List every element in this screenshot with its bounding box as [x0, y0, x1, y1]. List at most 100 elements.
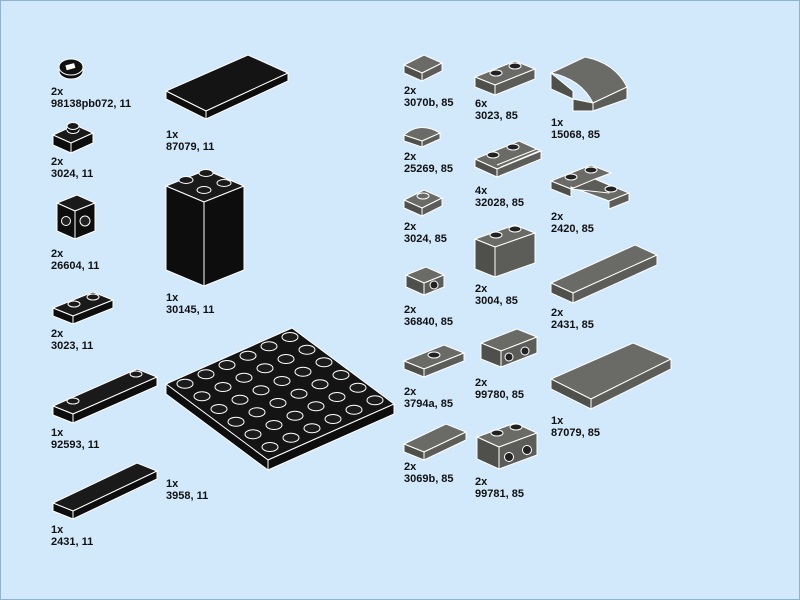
part-qty: 1x [551, 415, 564, 427]
part-3070b: 2x 3070b, 85 [402, 53, 472, 113]
part-code: 87079, 85 [551, 427, 600, 439]
part-qty: 2x [51, 156, 64, 168]
part-code: 36840, 85 [404, 316, 453, 328]
part-2431-black: 1x 2431, 11 [51, 459, 171, 554]
part-qty: 6x [475, 98, 488, 110]
part-code: 2431, 85 [551, 319, 594, 331]
part-3794a: 2x 3794a, 85 [402, 339, 482, 414]
part-code: 3958, 11 [166, 490, 209, 502]
part-code: 3024, 85 [404, 233, 447, 245]
part-qty: 2x [404, 221, 417, 233]
stud [324, 414, 342, 424]
part-32028: 4x 32028, 85 [473, 133, 553, 213]
part-qty: 2x [551, 307, 564, 319]
part-30145: 1x 30145, 11 [164, 164, 264, 319]
part-qty: 2x [404, 461, 417, 473]
part-qty: 2x [404, 85, 417, 97]
part-3024-gray: 2x 3024, 85 [402, 186, 472, 251]
stud [265, 420, 283, 430]
part-qty: 2x [551, 211, 564, 223]
part-qty: 4x [475, 185, 488, 197]
part-code: 3023, 85 [475, 110, 518, 122]
stud [252, 385, 270, 396]
tile-2x4-icon [549, 342, 673, 410]
part-2431-gray: 2x 2431, 85 [549, 241, 669, 336]
part-code: 3023, 11 [51, 340, 94, 352]
corner-plate-icon [549, 164, 631, 210]
part-qty: 2x [404, 151, 417, 163]
part-3004: 2x 3004, 85 [473, 219, 553, 309]
tile-1x1-icon [402, 54, 444, 82]
part-qty: 1x [166, 292, 179, 304]
stud [214, 382, 232, 392]
stud [260, 341, 278, 352]
stud [197, 369, 215, 380]
part-qty: 2x [475, 283, 488, 295]
stud [277, 354, 295, 364]
part-code: 26604, 11 [51, 260, 100, 272]
part-code: 92593, 11 [51, 439, 100, 451]
plate-6x6-icon [165, 327, 395, 471]
stud [261, 442, 279, 452]
part-code: 87079, 11 [166, 141, 215, 153]
part-qty: 2x [475, 476, 488, 488]
part-qty: 2x [404, 304, 417, 316]
quarter-round-tile-icon [403, 127, 442, 148]
part-87079-black: 1x 87079, 11 [164, 53, 294, 153]
part-98138pb072: 2x 98138pb072, 11 [51, 51, 171, 111]
stud [298, 344, 316, 355]
stud [231, 394, 249, 405]
tile-1x2-icon [402, 423, 468, 461]
part-code: 3070b, 85 [404, 97, 454, 109]
stud [349, 382, 367, 393]
part-code: 30145, 11 [166, 304, 215, 316]
part-36840: 2x 36840, 85 [402, 261, 472, 336]
stud [328, 392, 346, 402]
part-qty: 1x [166, 129, 179, 141]
round-tile-printed-icon [58, 58, 84, 80]
stud [315, 357, 333, 368]
part-qty: 1x [551, 117, 564, 129]
stud [303, 423, 321, 434]
bracket-1x2-icon [475, 422, 539, 470]
stud [282, 432, 300, 443]
stud [311, 379, 329, 390]
tile-1x4-icon [51, 462, 159, 520]
stud [269, 398, 287, 408]
plate-1x4-two-studs-icon [51, 368, 159, 424]
stud [294, 366, 312, 377]
stud [176, 378, 194, 389]
part-code: 99780, 85 [475, 389, 524, 401]
part-99780: 2x 99780, 85 [473, 321, 553, 406]
part-code: 2431, 11 [51, 536, 94, 548]
brick-1x2-icon [473, 224, 537, 278]
plate-1x1-icon [402, 189, 444, 217]
part-87079-gray: 1x 87079, 85 [549, 339, 679, 444]
part-code: 99781, 85 [475, 488, 524, 500]
part-qty: 2x [51, 248, 64, 260]
curved-slope-2x2-icon [549, 56, 628, 112]
part-code: 3004, 85 [475, 295, 518, 307]
part-code: 2420, 85 [551, 223, 594, 235]
bracket-inverted-icon [479, 328, 539, 368]
part-2420: 2x 2420, 85 [549, 159, 639, 239]
part-qty: 1x [166, 478, 179, 490]
part-3958: 1x 3958, 11 [164, 326, 404, 506]
stud [244, 429, 262, 440]
part-code: 3794a, 85 [404, 398, 453, 410]
tile-1x4-icon [549, 244, 659, 304]
plate-1x2-icon [51, 291, 115, 325]
brick-2x2x3-icon [164, 169, 246, 287]
tile-2x4-icon [164, 54, 290, 120]
plate-1x1-icon [51, 122, 95, 154]
part-25269: 2x 25269, 85 [402, 123, 472, 183]
part-code: 3024, 11 [51, 168, 94, 180]
stud [281, 332, 299, 342]
stud [239, 350, 257, 361]
bracket-1x1-icon [404, 266, 446, 296]
part-qty: 2x [404, 386, 417, 398]
part-qty: 1x [51, 524, 64, 536]
part-3024-black: 2x 3024, 11 [51, 119, 151, 184]
stud [218, 360, 236, 370]
